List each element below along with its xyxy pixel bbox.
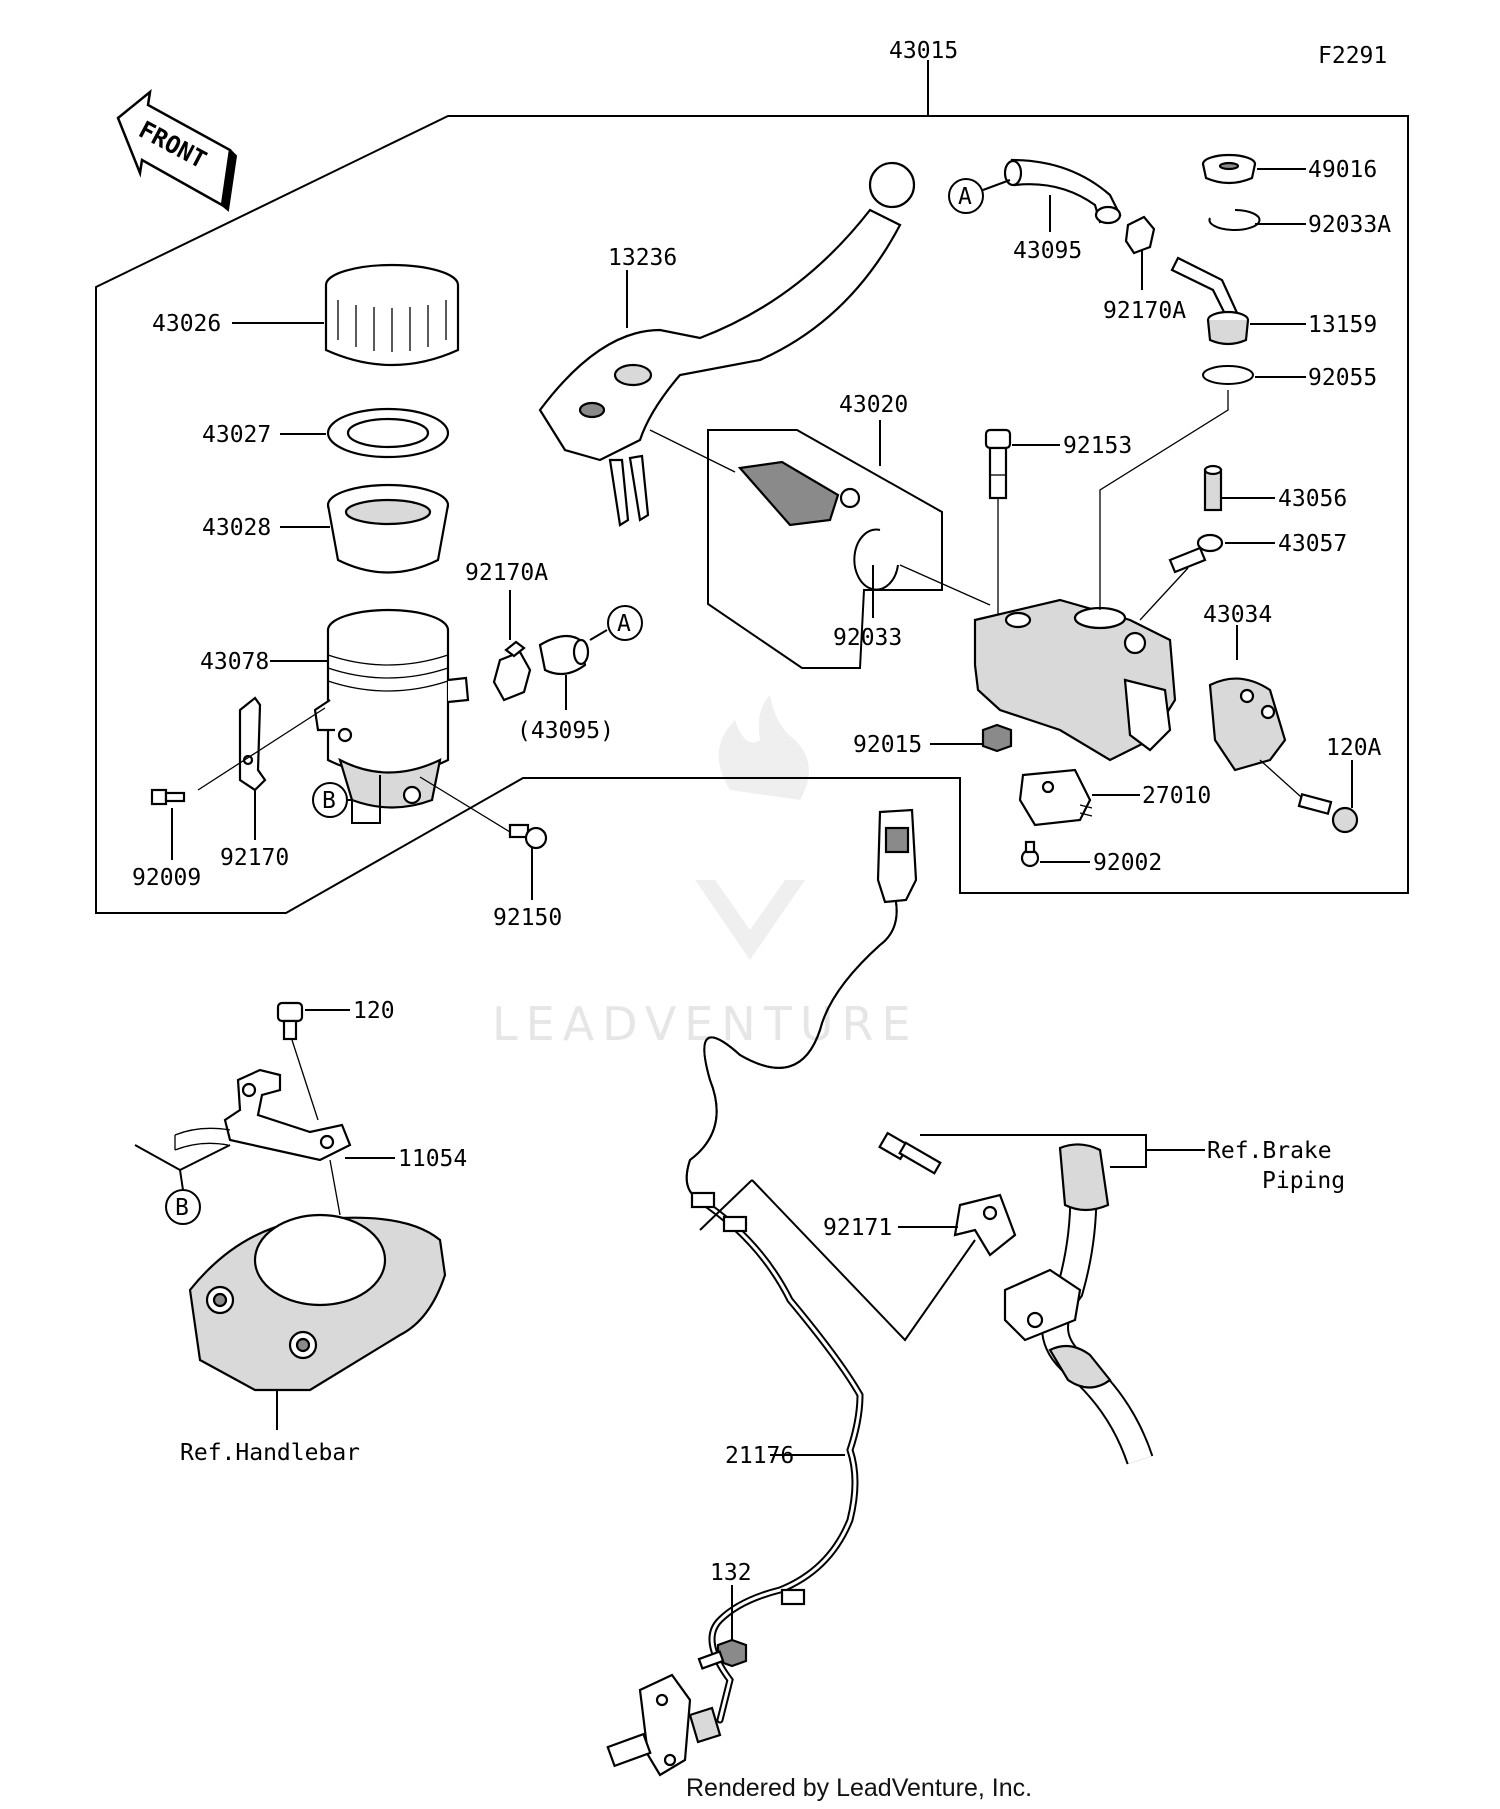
callout-A-top-text: A: [958, 184, 972, 210]
front-arrow-icon: FRONT: [116, 88, 238, 212]
diaphragm-43028: [326, 483, 450, 574]
label-13236: 13236: [608, 245, 677, 271]
hose-43095-top: [1003, 158, 1122, 225]
switch-27010: [1018, 768, 1093, 827]
assembly-43015-outline: 43015: [95, 38, 1409, 914]
ref-handlebar: Ref.Handlebar: [180, 1440, 360, 1466]
callout-A-text: A: [617, 611, 631, 637]
sensor-end: [606, 1673, 722, 1777]
screw-92150: [508, 823, 548, 850]
callout-A-top: [948, 178, 984, 214]
label-92153: 92153: [1063, 433, 1132, 459]
ref-brake-line1: Ref.Brake: [1207, 1138, 1332, 1164]
watermark: LEADVENTURE: [492, 695, 919, 1051]
handlebar-housing: [188, 1213, 447, 1392]
piston-kit-43020: [737, 460, 861, 527]
screw-92002: [1020, 840, 1040, 868]
snap-ring-92033A: [1208, 209, 1261, 231]
grommet-2: [722, 1215, 748, 1233]
washer-49016: [1201, 153, 1257, 185]
screw-92009: [150, 788, 186, 806]
bracket-11054: [174, 1068, 352, 1162]
bracket-92170: [238, 696, 267, 792]
fitting-13159: [1170, 256, 1250, 346]
label-92015: 92015: [853, 732, 922, 758]
hose-43095-reservoir: [538, 634, 590, 676]
label-27010: 27010: [1142, 783, 1211, 809]
nut-92015: [981, 723, 1013, 753]
label-92171: 92171: [823, 1215, 892, 1241]
label-92170A-reservoir: 92170A: [465, 560, 548, 586]
label-49016: 49016: [1308, 157, 1377, 183]
bolt-92153: [984, 428, 1012, 500]
label-120A: 120A: [1326, 735, 1382, 761]
plate-43027: [326, 407, 450, 459]
callout-A-reservoir: [607, 605, 643, 641]
label-43095-paren: (43095): [517, 718, 614, 744]
label-92033: 92033: [833, 625, 902, 651]
label-43034: 43034: [1203, 602, 1272, 628]
lever-13236: [538, 161, 916, 527]
holder-43034: [1208, 677, 1287, 772]
reservoir-43078: [313, 608, 470, 809]
callout-B-bottom-text: B: [175, 1195, 189, 1221]
bolt-92171: [878, 1131, 942, 1175]
credit-text: Rendered by LeadVenture, Inc.: [686, 1774, 1032, 1802]
watermark-text: LEADVENTURE: [492, 997, 919, 1051]
label-11054: 11054: [398, 1146, 467, 1172]
label-132: 132: [710, 1560, 752, 1586]
label-43057: 43057: [1278, 531, 1347, 557]
label-92002: 92002: [1093, 850, 1162, 876]
reservoir-cap-43026: [324, 263, 460, 367]
label-43015: 43015: [889, 38, 958, 64]
grommet-3: [780, 1588, 806, 1606]
master-cylinder-body: [973, 598, 1177, 762]
label-92009: 92009: [132, 865, 201, 891]
callout-B-text: B: [322, 788, 336, 814]
brake-piping: [1003, 1143, 1154, 1465]
grommet-1: [690, 1191, 716, 1209]
label-21176: 21176: [725, 1443, 794, 1469]
connector-21176: [876, 808, 918, 904]
screw-120: [276, 1001, 304, 1041]
label-43056: 43056: [1278, 486, 1347, 512]
label-92055: 92055: [1308, 365, 1377, 391]
cap-43057: [1168, 533, 1224, 574]
clamp-92170A-top: [1124, 215, 1156, 255]
o-ring-92055: [1202, 365, 1254, 385]
label-43026: 43026: [152, 311, 221, 337]
label-92150: 92150: [493, 905, 562, 931]
label-43095: 43095: [1013, 238, 1082, 264]
circlip-92033: [853, 528, 899, 591]
label-43020: 43020: [839, 392, 908, 418]
label-43027: 43027: [202, 422, 271, 448]
label-43028: 43028: [202, 515, 271, 541]
callout-B-lines: [134, 1144, 231, 1172]
label-92033A: 92033A: [1308, 212, 1391, 238]
bleed-valve-43056: [1203, 464, 1223, 512]
bolt-120A: [1297, 792, 1359, 834]
figure-code: F2291: [1318, 43, 1387, 69]
ref-brake-line2: Piping: [1262, 1168, 1345, 1194]
clamp-92170A-reservoir: [492, 640, 532, 702]
label-120: 120: [353, 998, 395, 1024]
bracket-92171: [953, 1193, 1017, 1257]
label-92170A-top: 92170A: [1103, 298, 1186, 324]
label-92170: 92170: [220, 845, 289, 871]
label-13159: 13159: [1308, 312, 1377, 338]
label-43078: 43078: [200, 649, 269, 675]
